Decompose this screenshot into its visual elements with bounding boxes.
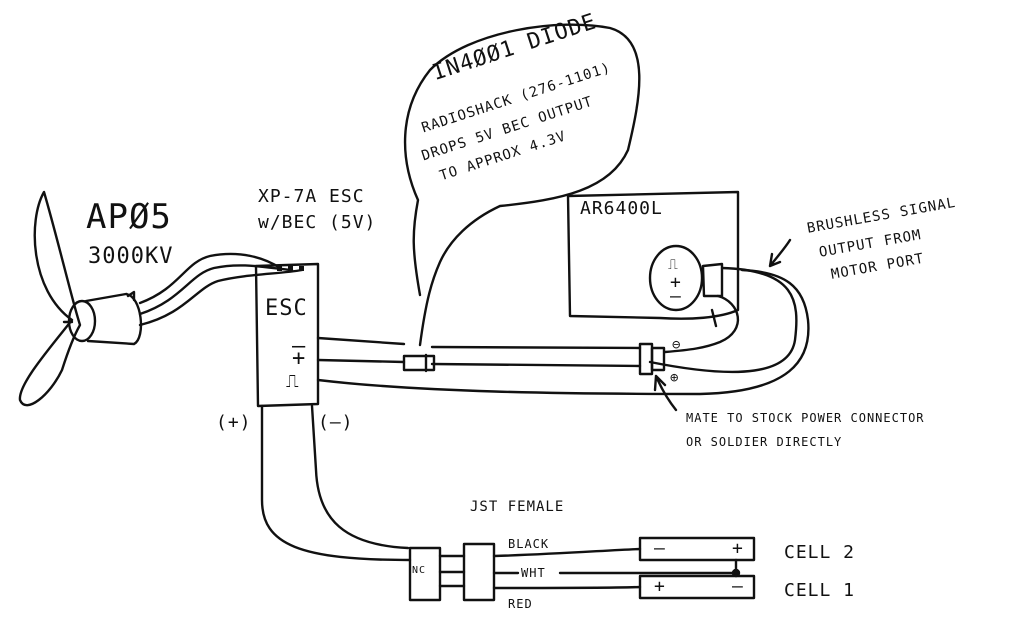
- esc-plus-pin: +: [292, 346, 307, 371]
- esc-negative-lead: [310, 404, 410, 550]
- esc-lead-negative: (–): [318, 412, 354, 433]
- esc-minus-pin: –: [292, 334, 307, 359]
- esc-title-line1: XP-7A ESC: [258, 186, 365, 207]
- jst-pins: [438, 554, 466, 588]
- jst-title: JST FEMALE: [470, 499, 565, 515]
- cell1-label: CELL 1: [784, 580, 856, 601]
- cell2-label: CELL 2: [784, 542, 856, 563]
- propeller-icon: [18, 190, 82, 407]
- motor-kv: 3000KV: [88, 244, 174, 269]
- jst-nc-label: NC: [412, 565, 427, 576]
- jst-female-housing: [462, 542, 496, 602]
- cell1-minus: –: [732, 576, 744, 597]
- power-connector: [638, 342, 666, 376]
- connector-plus-mark: ⊕: [670, 370, 680, 386]
- motor-model: APØ5: [86, 197, 172, 237]
- receiver-power-wire: [663, 294, 739, 354]
- cell2-plus: +: [732, 538, 744, 559]
- receiver-plus: +: [670, 272, 682, 293]
- motor-wire-1: [138, 252, 282, 305]
- jst-wire-white-label: WHT: [521, 566, 546, 580]
- connector-minus-mark: ⊖: [672, 337, 682, 353]
- jst-wire-black-label: BLACK: [508, 537, 550, 551]
- esc-signal-pin: ⎍: [286, 371, 300, 392]
- esc-body-label: ESC: [265, 296, 308, 321]
- esc-wire-plus: [316, 358, 642, 368]
- cell2-body: [638, 536, 756, 562]
- motor-icon: [62, 290, 143, 346]
- esc-lead-positive: (+): [216, 412, 252, 433]
- esc-wire-minus: [316, 336, 642, 350]
- wire-red: [492, 585, 642, 590]
- jst-wire-red-label: RED: [508, 597, 533, 611]
- receiver-body: [566, 190, 740, 320]
- brushless-arrow: [768, 238, 792, 268]
- esc-pads: [277, 266, 304, 271]
- receiver-output-wire: [648, 266, 798, 374]
- motor-wire-3: [138, 268, 304, 327]
- receiver-model: AR6400L: [580, 198, 663, 219]
- receiver-signal-symbol: ⎍: [668, 257, 679, 273]
- receiver-port-oval: [648, 244, 704, 312]
- esc-body: [254, 262, 320, 408]
- cell2-minus: –: [654, 538, 666, 559]
- cell1-plus: +: [654, 576, 666, 597]
- receiver-minus: –: [670, 286, 682, 307]
- motor-wire-2: [138, 264, 294, 316]
- esc-title-line2: w/BEC (5V): [258, 212, 377, 233]
- connector-note-line2: OR SOLDIER DIRECTLY: [686, 435, 843, 449]
- esc-positive-lead: [260, 404, 412, 562]
- cell1-body: [638, 574, 756, 600]
- diode-icon: [402, 353, 436, 373]
- jst-male-side: [408, 546, 442, 602]
- wire-black: [492, 547, 642, 558]
- diode-callout-bubble: [403, 23, 641, 347]
- receiver-plug: [701, 262, 724, 298]
- connector-note-line1: MATE TO STOCK POWER CONNECTOR: [686, 411, 925, 425]
- connector-arrow: [653, 374, 678, 412]
- esc-wire-signal: [316, 268, 810, 396]
